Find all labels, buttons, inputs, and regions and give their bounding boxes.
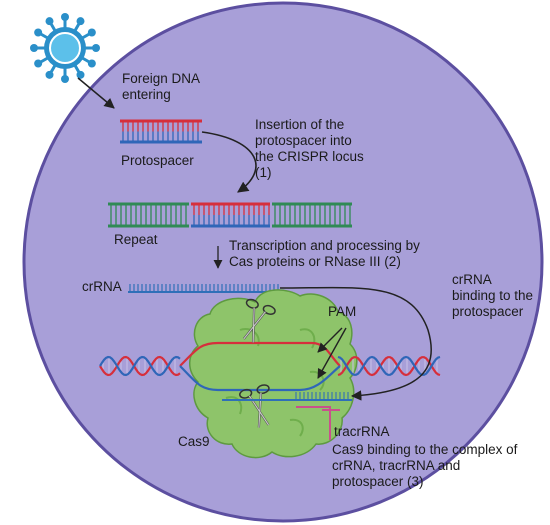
crispr-locus bbox=[108, 202, 352, 228]
tracrrna-strand bbox=[296, 406, 340, 440]
cas9-protein bbox=[189, 289, 358, 459]
label-repeat: Repeat bbox=[114, 232, 158, 247]
insertion-arrow bbox=[201, 131, 257, 193]
target-dna bbox=[99, 341, 441, 392]
protospacer-dna bbox=[120, 119, 202, 144]
label-cas9-binding: Cas9 binding to the complex of crRNA, tr… bbox=[332, 442, 518, 489]
protospacer-segment bbox=[120, 119, 202, 144]
label-protospacer: Protospacer bbox=[121, 153, 194, 168]
label-insertion: Insertion of the protospacer into the CR… bbox=[255, 117, 364, 180]
label-cas9: Cas9 bbox=[178, 434, 210, 449]
label-tracrrna: tracrRNA bbox=[334, 424, 390, 439]
binding-arrow bbox=[279, 286, 433, 401]
crrna-bound bbox=[222, 392, 352, 401]
label-transcription: Transcription and processing by Cas prot… bbox=[229, 238, 420, 269]
label-foreign-dna: Foreign DNA entering bbox=[122, 71, 201, 102]
scissors-icon-top bbox=[242, 298, 276, 343]
label-pam: PAM bbox=[328, 304, 357, 319]
repeat-segment-right bbox=[272, 202, 352, 228]
pam-arrow-2 bbox=[317, 327, 347, 379]
pam-arrow-1 bbox=[317, 327, 343, 353]
label-crrna-binding: crRNA binding to the protospacer bbox=[452, 272, 534, 319]
label-crrna: crRNA bbox=[82, 279, 122, 294]
spacer-segment bbox=[191, 202, 270, 228]
repeat-segment-left bbox=[108, 202, 189, 228]
entry-arrow bbox=[77, 77, 115, 109]
virus-icon bbox=[30, 13, 100, 83]
crrna-strand bbox=[128, 284, 280, 293]
